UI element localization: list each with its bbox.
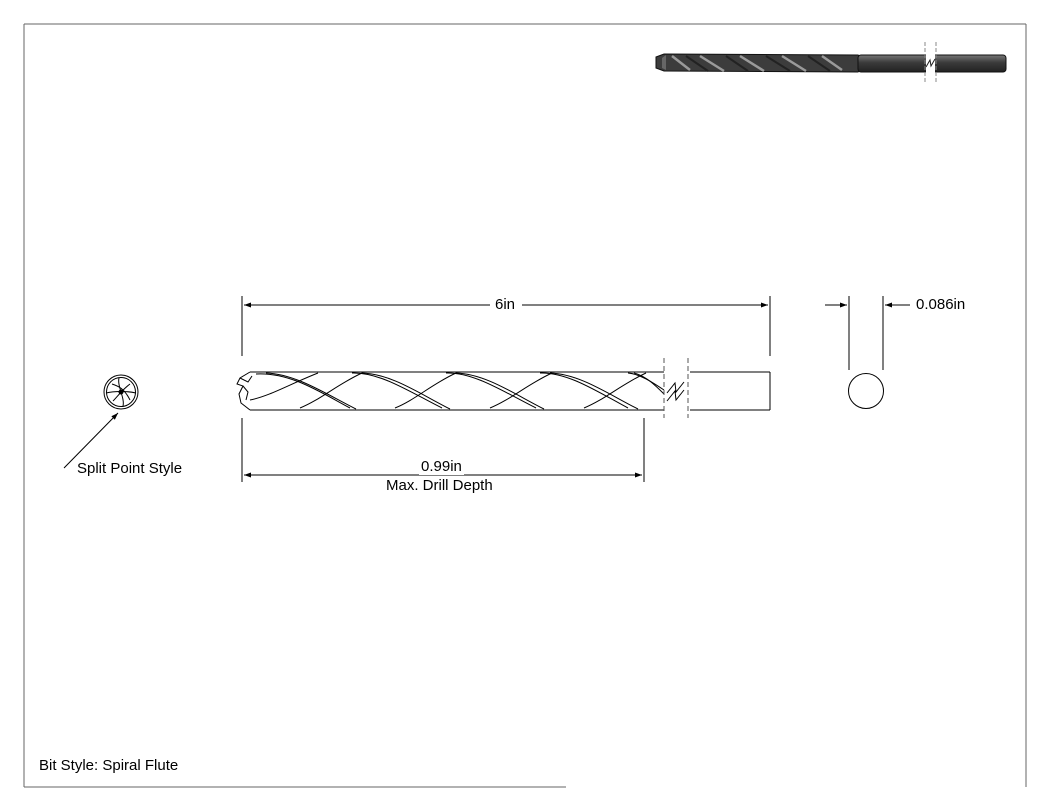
- overall-length-label: 6in: [493, 296, 518, 313]
- diameter-label: 0.086in: [914, 296, 968, 313]
- end-view-circle: [848, 373, 884, 409]
- overall-length-dimension: [241, 296, 771, 356]
- drill-depth-caption: Max. Drill Depth: [384, 477, 495, 494]
- bit-style-label: Bit Style: Spiral Flute: [39, 757, 179, 774]
- split-point-style-label: Split Point Style: [77, 460, 183, 477]
- drawing-frame: [23, 23, 1027, 788]
- drill-bit-thumbnail: [655, 42, 1007, 82]
- drill-bit-side-view: [236, 358, 771, 418]
- split-point-symbol: [103, 374, 139, 410]
- split-point-leader: [63, 412, 119, 469]
- drill-depth-dimension: [241, 418, 645, 482]
- diameter-dimension: [825, 296, 910, 370]
- drill-depth-value: 0.99in: [419, 458, 464, 475]
